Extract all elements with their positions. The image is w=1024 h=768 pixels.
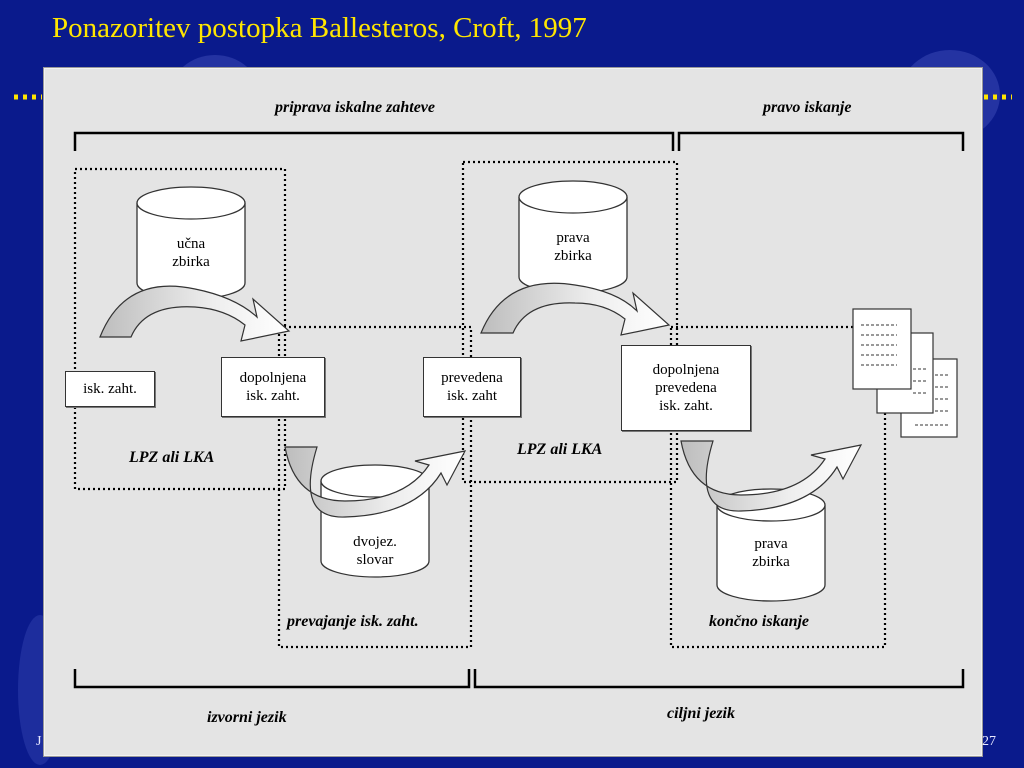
page-number: 27	[982, 734, 996, 749]
document-stack-icon	[852, 308, 958, 438]
region-lpz2	[461, 160, 679, 484]
region-koncno	[669, 325, 887, 649]
header-pravo: pravo iskanje	[763, 99, 852, 116]
bracket-ciljni	[473, 669, 965, 689]
bracket-izvorni	[73, 669, 471, 689]
curved-arrow-icon	[284, 446, 467, 518]
region-label-koncno: končno iskanje	[709, 613, 810, 630]
header-izvorni: izvorni jezik	[207, 709, 287, 726]
region-label-prevajanje: prevajanje isk. zaht.	[287, 613, 419, 630]
process-diagram	[73, 131, 965, 689]
region-label-lpz1: LPZ ali LKA	[129, 449, 215, 466]
footer-left-text: J	[36, 734, 42, 749]
curved-arrow-icon	[480, 282, 671, 336]
diagram-panel: priprava iskalne zahteve pravo iskanje i…	[44, 68, 982, 756]
curved-arrow-icon	[99, 285, 291, 342]
header-priprava: priprava iskalne zahteve	[275, 99, 435, 116]
box-isk-zaht: isk. zaht.	[65, 371, 155, 407]
header-ciljni: ciljni jezik	[667, 705, 735, 722]
curved-arrow-icon	[680, 440, 863, 512]
region-prevajanje	[277, 325, 473, 649]
region-label-lpz2: LPZ ali LKA	[517, 441, 603, 458]
bracket-priprava	[73, 131, 675, 151]
bracket-pravo	[677, 131, 965, 151]
cylinder-dvojez-slovar: dvojez.slovar	[353, 534, 397, 568]
slide-title: Ponazoritev postopka Ballesteros, Croft,…	[52, 12, 587, 44]
